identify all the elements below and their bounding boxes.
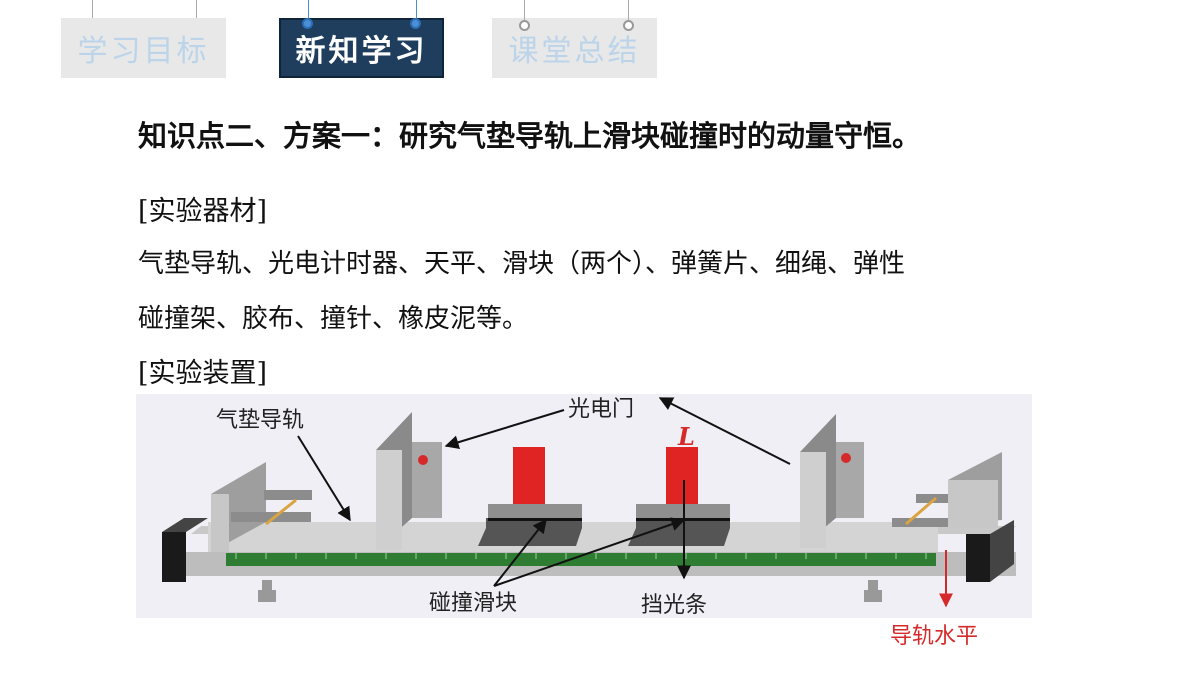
label-air-track: 气垫导轨 — [216, 408, 304, 433]
shade-strip-1 — [513, 447, 545, 504]
spring-right — [905, 496, 937, 526]
arrow-slider-2 — [493, 517, 686, 587]
foot-right — [864, 580, 882, 602]
end-block-left-top — [162, 518, 208, 532]
slider-1-top — [488, 504, 582, 518]
photogate-right-front — [800, 452, 826, 548]
tab-ring — [302, 18, 313, 29]
label-shade-length: L — [677, 422, 695, 451]
arrow-air-track — [297, 435, 351, 522]
apparatus-svg: 气垫导轨 光电门 L 碰撞滑块 挡光条 — [162, 397, 1016, 618]
spring-left — [265, 498, 297, 526]
label-shade-strip: 挡光条 — [641, 593, 707, 618]
shade-strip-2 — [666, 447, 698, 504]
slider-2-body — [628, 518, 730, 546]
tab-ring — [519, 20, 530, 31]
tab-label: 课堂总结 — [508, 34, 641, 69]
buffer-stand-right-front — [948, 480, 998, 528]
photogate-left-front — [376, 450, 402, 550]
spring-holder-left — [231, 512, 311, 522]
spring-holder-right — [892, 518, 948, 527]
buffer-stand-left-front — [211, 494, 229, 552]
equipment-text-line-1: 气垫导轨、光电计时器、天平、滑块（两个）、弹簧片、细绳、弹性 — [138, 249, 906, 279]
track-scale — [226, 553, 936, 566]
tab-label: 学习目标 — [77, 34, 210, 69]
equipment-text-line-2: 碰撞架、胶布、撞针、橡皮泥等。 — [138, 304, 529, 334]
tab-learning-goals[interactable]: 学习目标 — [61, 18, 226, 78]
foot-left — [258, 580, 276, 602]
end-block-right-top — [990, 520, 1014, 582]
arrow-photogate-left — [444, 409, 565, 450]
tab-hanger — [628, 0, 629, 22]
page-title: 知识点二、方案一：研究气垫导轨上滑块碰撞时的动量守恒。 — [138, 119, 922, 153]
label-track-level: 导轨水平 — [890, 624, 979, 649]
spring-holder-left-top — [264, 490, 312, 500]
slider-1-body — [478, 518, 582, 546]
spring-holder-right-top — [916, 494, 948, 503]
tab-hanger — [416, 0, 417, 22]
tab-hanger — [308, 0, 309, 22]
equipment-title: [实验器材] — [138, 196, 268, 227]
arrow-photogate-right — [658, 397, 791, 465]
arrow-slider-1 — [493, 518, 547, 587]
tab-hanger — [92, 0, 93, 22]
label-sliders: 碰撞滑块 — [429, 591, 517, 616]
tab-ring — [410, 18, 421, 29]
photogate-left-arm — [412, 442, 442, 518]
label-photogate: 光电门 — [568, 397, 634, 422]
tab-hanger — [196, 0, 197, 22]
setup-title: [实验装置] — [138, 358, 268, 389]
end-block-left — [162, 532, 186, 582]
photogate-right-arm — [836, 442, 864, 518]
photogate-left-sensor — [418, 455, 428, 465]
end-block-right — [966, 534, 990, 582]
photogate-right-sensor — [841, 453, 851, 463]
slider-1-stripe — [488, 518, 582, 521]
tab-label: 新知学习 — [295, 34, 428, 69]
apparatus-diagram: 气垫导轨 光电门 L 碰撞滑块 挡光条 — [136, 394, 1032, 618]
tab-ring — [623, 20, 634, 31]
tab-hanger — [524, 0, 525, 22]
scale-ticks — [235, 553, 927, 559]
